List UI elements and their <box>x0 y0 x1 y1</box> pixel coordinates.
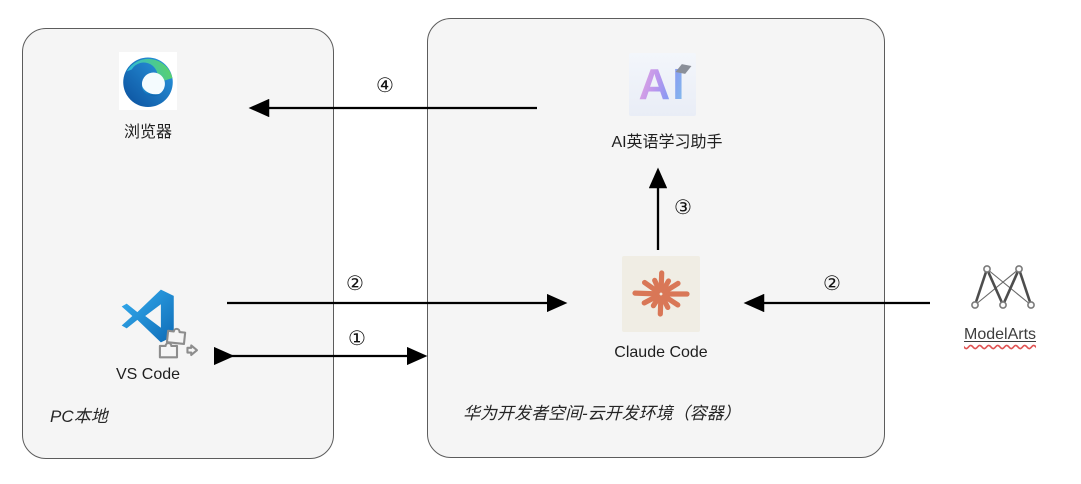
ai-assistant-node: AI <box>629 53 696 116</box>
step1-badge: ① <box>348 326 366 350</box>
claude-code-label: Claude Code <box>614 344 708 361</box>
step2-modelarts-badge: ② <box>823 271 841 295</box>
modelarts-label: ModelArts <box>963 326 1037 343</box>
ai-assistant-label: AI英语学习助手 <box>611 134 723 151</box>
vscode-icon <box>121 289 174 343</box>
extensions-puzzle-icon <box>158 327 198 359</box>
step4-badge: ④ <box>376 73 394 97</box>
pc-local-caption: PC本地 <box>50 407 108 426</box>
modelarts-node: ModelArts <box>955 326 1045 344</box>
step2-vscode-badge: ② <box>346 271 364 295</box>
browser-node <box>119 52 177 110</box>
browser-label: 浏览器 <box>123 124 172 141</box>
claude-code-node <box>622 256 700 332</box>
modelarts-network-icon <box>971 265 1035 309</box>
claude-starburst-icon <box>632 270 690 317</box>
step3-badge: ③ <box>674 195 692 219</box>
edge-browser-icon <box>119 52 177 110</box>
cloud-dev-caption: 华为开发者空间-云开发环境（容器） <box>463 404 741 423</box>
vscode-node <box>118 288 178 344</box>
vscode-label: VS Code <box>115 366 181 383</box>
pc-local-group-box <box>22 28 334 459</box>
